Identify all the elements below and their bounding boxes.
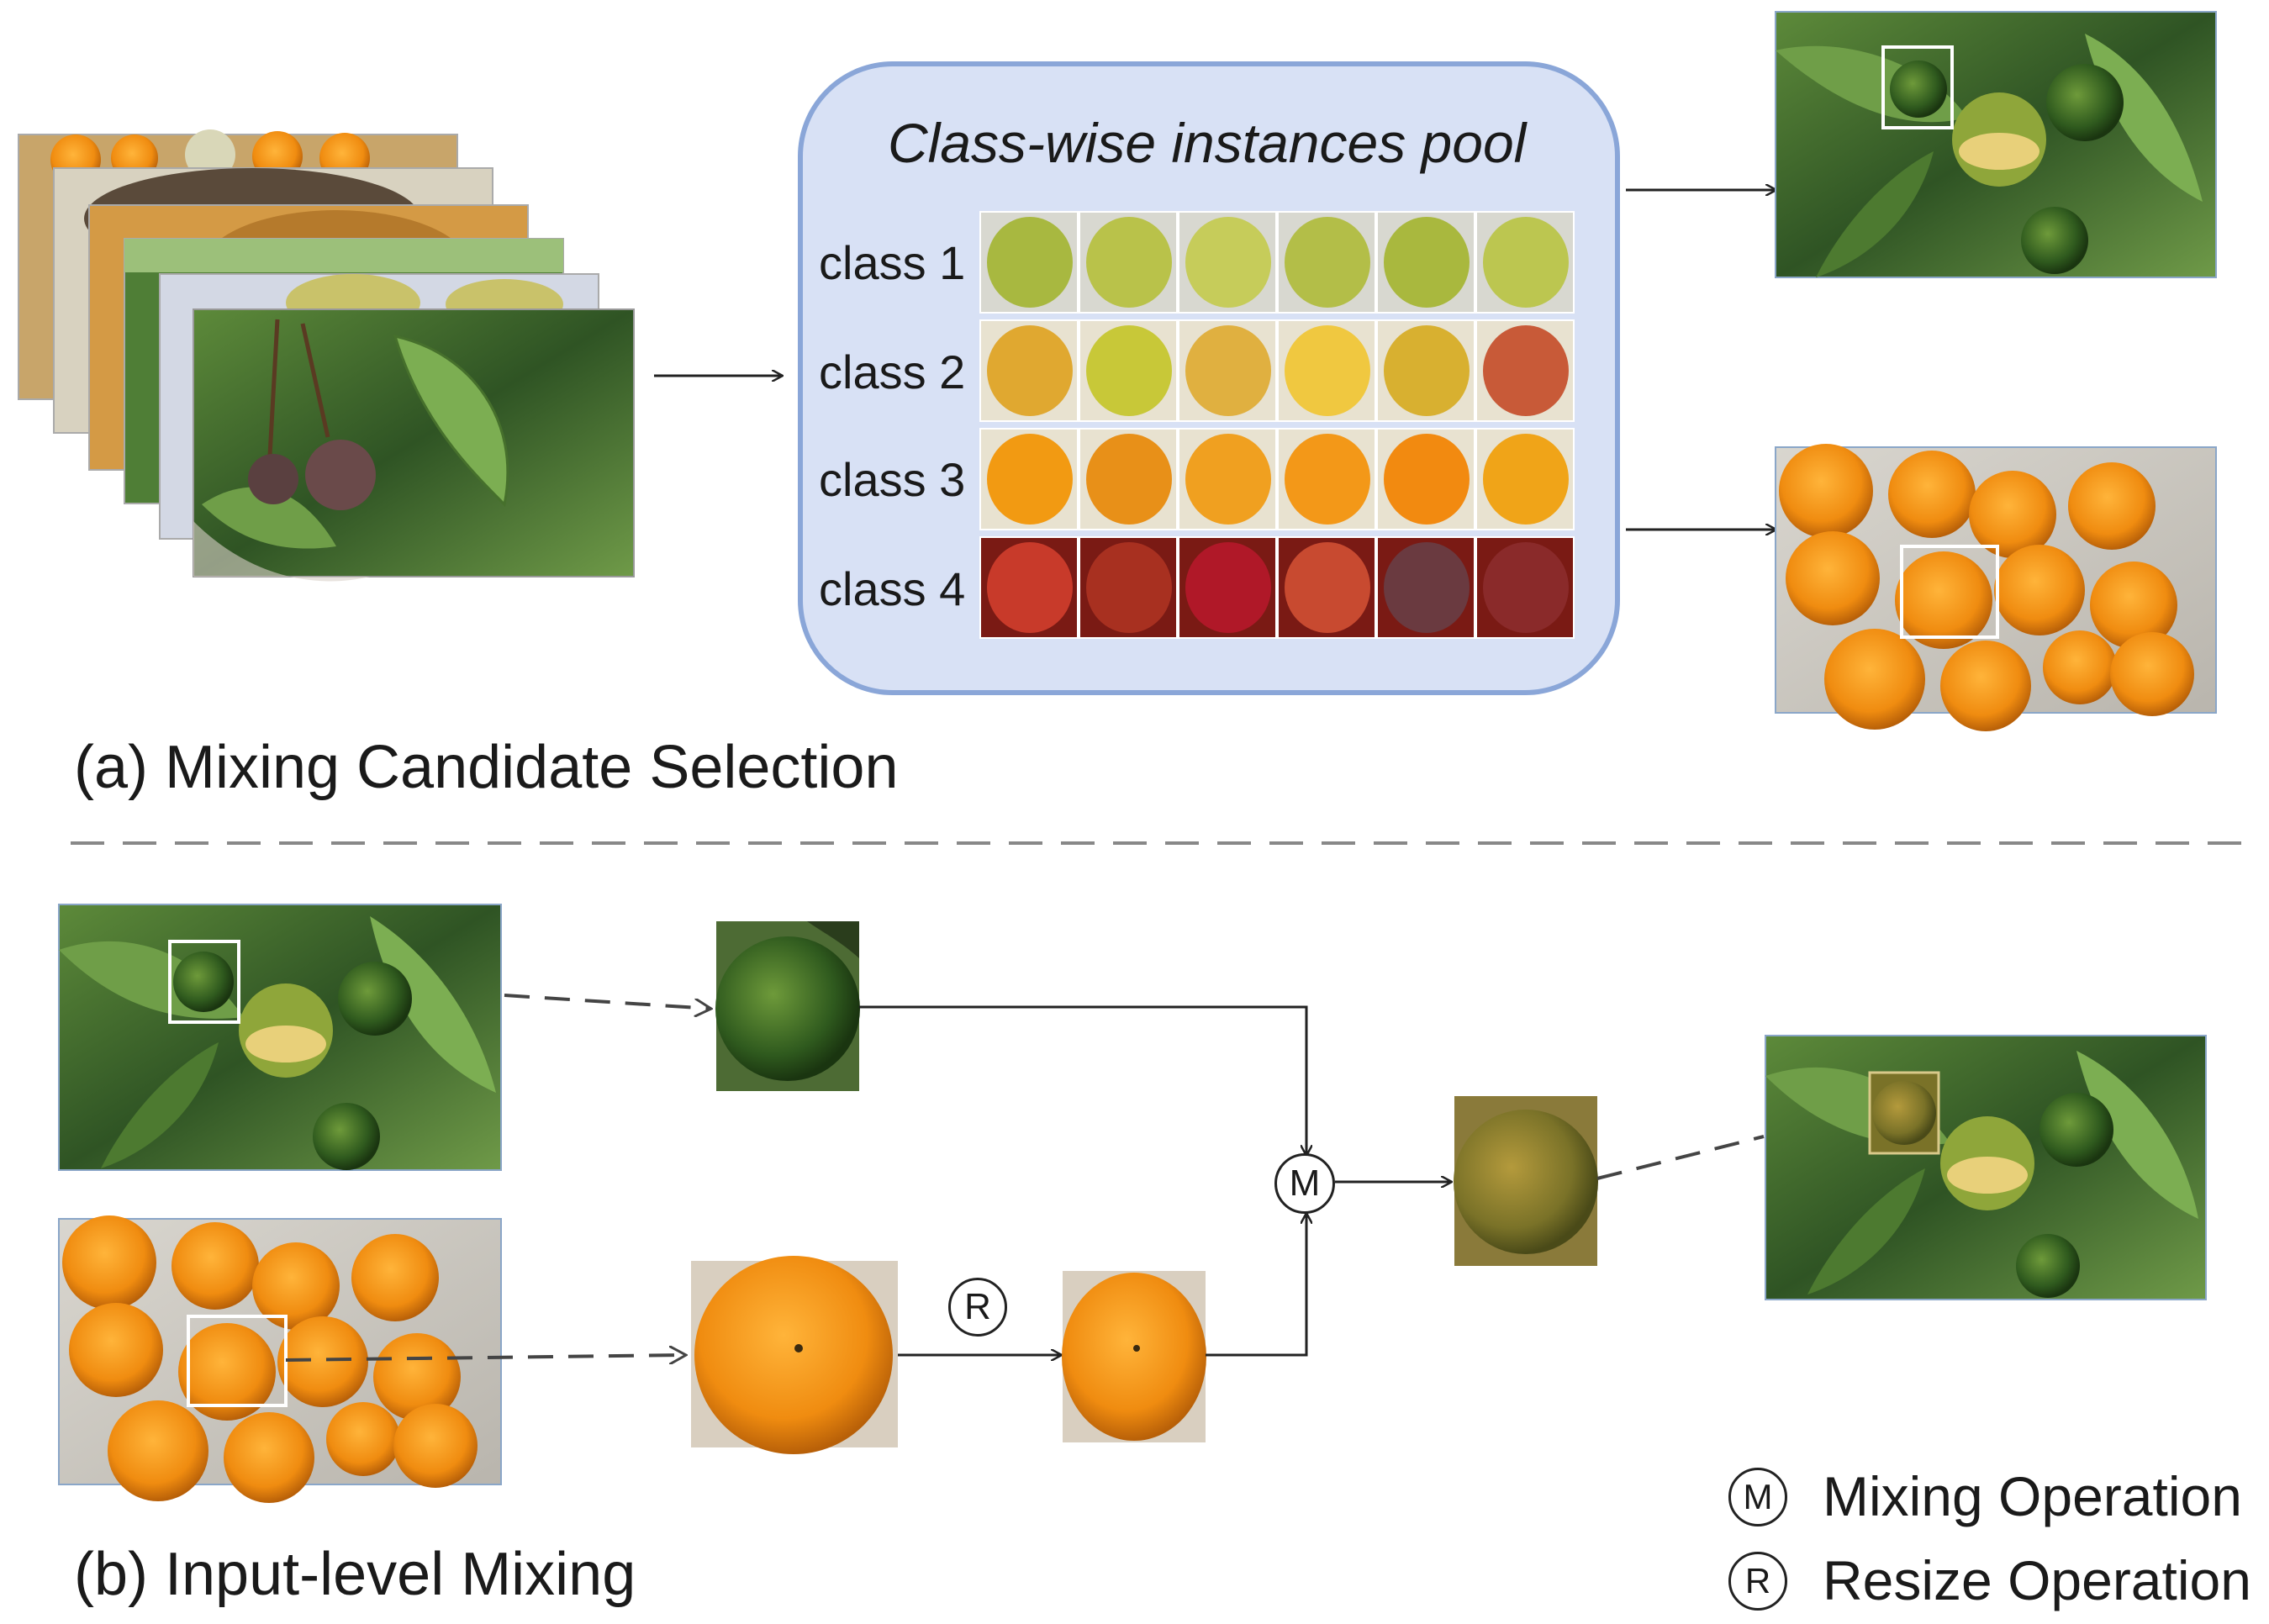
orange-fruit	[1786, 531, 1880, 625]
pool-thumbnail-fruit	[987, 325, 1073, 416]
target-image-top	[1775, 11, 2217, 278]
pool-thumbnail-fruit	[1285, 434, 1370, 525]
legend-mix-text: Mixing Operation	[1823, 1465, 2242, 1527]
pool-thumbnail-fruit	[1483, 325, 1569, 416]
resize-operator-icon: R	[948, 1278, 1007, 1337]
arrow-crop-target	[504, 994, 711, 1009]
orange-fruit	[1888, 451, 1976, 538]
orange-fruit	[62, 1215, 156, 1310]
pool-thumbnail-fruit	[987, 434, 1073, 525]
orange-fruit	[326, 1402, 400, 1476]
legend-mix-icon: M	[1728, 1468, 1787, 1526]
orange-fruit	[277, 1316, 368, 1407]
pool-thumbnail-fruit	[1086, 217, 1172, 308]
mixed-output-image	[1765, 1035, 2207, 1300]
orange-fruit	[2090, 562, 2177, 649]
pool-thumbnail-fruit	[987, 542, 1073, 633]
pool-thumbnail-fruit	[1285, 325, 1370, 416]
class-4-label: class 4	[819, 562, 966, 615]
mix-operator-icon: M	[1274, 1153, 1335, 1214]
connector-orange-to-mix	[1206, 1214, 1306, 1357]
selection-box	[187, 1315, 288, 1407]
pool-thumbnail-fruit	[1086, 434, 1172, 525]
connector-green-to-mix	[859, 1005, 1306, 1155]
orange-fruit	[393, 1404, 478, 1488]
orange-fruit	[351, 1234, 439, 1321]
pool-thumbnail-fruit	[1185, 217, 1271, 308]
pool-thumbnail-fruit	[1384, 217, 1470, 308]
section-b-title: (b) Input-level Mixing	[74, 1541, 636, 1608]
pool-thumbnail-fruit	[1384, 542, 1470, 633]
selection-box	[1900, 545, 1999, 639]
orange-fruit	[178, 1323, 276, 1421]
pool-thumbnail-fruit	[1185, 434, 1271, 525]
class-1-label: class 1	[819, 236, 966, 289]
orange-fruit	[2068, 462, 2156, 550]
class-2-label: class 2	[819, 345, 966, 398]
orange-fruit	[2043, 630, 2117, 704]
pool-thumbnail-fruit	[1285, 217, 1370, 308]
pool-thumbnail-fruit	[1285, 542, 1370, 633]
legend-resize-icon: R	[1728, 1552, 1787, 1611]
legend-resize-text: Resize Operation	[1823, 1549, 2251, 1611]
pool-title: Class-wise instances pool	[888, 112, 1527, 174]
orange-fruit	[171, 1222, 259, 1310]
crop-orange-resized	[1062, 1271, 1206, 1442]
orange-fruit	[2110, 632, 2194, 716]
target-image-bottom	[58, 904, 502, 1171]
pool-thumbnail-fruit	[1086, 325, 1172, 416]
pool-grid	[979, 211, 1575, 639]
orange-fruit	[1779, 444, 1873, 538]
source-image-top	[1775, 444, 2217, 731]
pool-thumbnail-fruit	[1185, 542, 1271, 633]
arrow-paste-to-output	[1596, 1135, 1765, 1180]
orange-fruit	[108, 1400, 208, 1501]
pool-thumbnail-fruit	[1384, 434, 1470, 525]
orange-fruit	[1940, 641, 2031, 731]
pool-thumbnail-fruit	[1185, 325, 1271, 416]
orange-fruit	[373, 1333, 461, 1421]
orange-fruit	[1969, 471, 2056, 558]
orange-fruit	[252, 1242, 340, 1330]
input-image-stack	[18, 129, 635, 582]
pool-thumbnail-fruit	[1483, 434, 1569, 525]
class-3-label: class 3	[819, 453, 966, 506]
arrow-crop-source	[285, 1355, 686, 1360]
pool-thumbnail-fruit	[1086, 542, 1172, 633]
crop-orange-large	[691, 1256, 898, 1454]
section-a-title: (a) Mixing Candidate Selection	[74, 734, 899, 801]
pool-thumbnail-fruit	[1384, 325, 1470, 416]
source-image-bottom	[58, 1215, 502, 1503]
orange-fruit	[1994, 545, 2085, 635]
orange-fruit	[1895, 551, 1992, 649]
orange-fruit	[1824, 629, 1925, 730]
mixed-crop	[1454, 1096, 1598, 1266]
orange-fruit	[224, 1412, 314, 1503]
pool-thumbnail-fruit	[1483, 542, 1569, 633]
orange-fruit	[69, 1303, 163, 1397]
pool-thumbnail-fruit	[1483, 217, 1569, 308]
pool-thumbnail-fruit	[987, 217, 1073, 308]
crop-green-fruit	[715, 921, 860, 1091]
